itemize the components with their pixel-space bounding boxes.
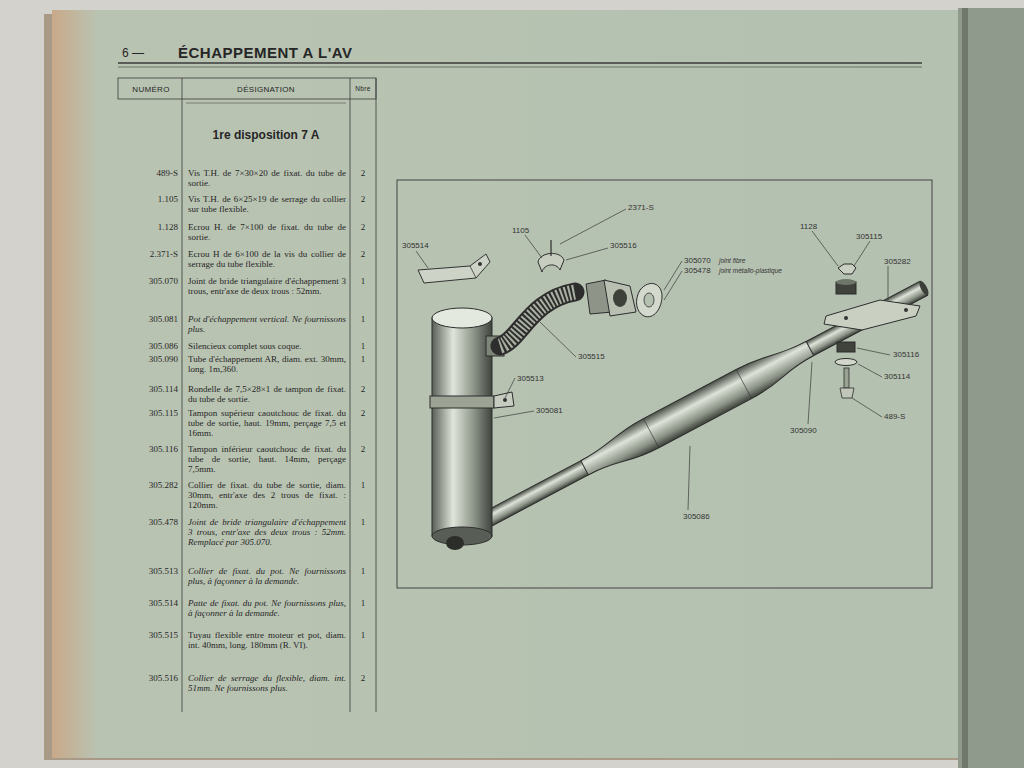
callout-number: 305090 [790,426,817,435]
callout-number: 305115 [856,232,882,241]
part-designation: Joint de bride triangulaire d'échappemen… [188,517,346,547]
part-designation: Tube d'échappement AR, diam. ext. 30mm, … [188,354,346,374]
quantity: 1 [352,354,374,364]
part-designation: Collier de fixat. du pot. Ne fournissons… [188,566,346,586]
part-designation: Ecrou H. de 7×100 de fixat. du tube de s… [188,222,346,242]
callout-number: 305515 [578,352,605,361]
quantity: 2 [352,673,374,683]
page-title: ÉCHAPPEMENT A L'AV [178,44,353,61]
callout-number: 489-S [884,412,905,421]
quantity: 1 [352,598,374,608]
part-number: 305.081 [120,314,178,324]
callout-number: 305070 [684,256,711,265]
quantity: 2 [352,222,374,232]
part-number: 305.115 [120,408,178,418]
callout-number: 1105 [512,226,529,235]
page-number: 6 — [122,46,144,60]
part-number: 305.070 [120,276,178,286]
quantity: 2 [352,194,374,204]
part-designation: Joint de bride triangulaire d'échappemen… [188,276,346,296]
quantity: 1 [352,517,374,527]
part-number: 2.371-S [120,249,178,259]
part-designation: Collier de fixat. du tube de sortie, dia… [188,480,346,510]
part-number: 305.478 [120,517,178,527]
quantity: 1 [352,341,374,351]
part-number: 305.513 [120,566,178,576]
part-designation: Patte de fixat. du pot. Ne fournissons p… [188,598,346,618]
callout-number: 305081 [536,406,563,415]
part-number: 305.515 [120,630,178,640]
callout-number: 305514 [402,241,429,250]
quantity: 2 [352,444,374,454]
column-header: DÉSIGNATION [182,85,350,94]
quantity: 2 [352,408,374,418]
part-number: 489-S [120,168,178,178]
callout-number: 305116 [893,350,919,359]
quantity: 1 [352,276,374,286]
part-designation: Tampon inférieur caoutchouc de fixat. du… [188,444,346,474]
quantity: 2 [352,384,374,394]
part-designation: Collier de serrage du flexible, diam. in… [188,673,346,693]
callout-number: 305513 [517,374,544,383]
part-number: 305.086 [120,341,178,351]
part-designation: Tuyau flexible entre moteur et pot, diam… [188,630,346,650]
quantity: 1 [352,480,374,490]
quantity: 1 [352,566,374,576]
part-designation: Vis T.H. de 6×25×19 de serrage du collie… [188,194,346,214]
part-number: 305.514 [120,598,178,608]
part-designation: Pot d'échappement vertical. Ne fournisso… [188,314,346,334]
part-designation: Vis T.H. de 7×30×20 de fixat. du tube de… [188,168,346,188]
callout-number: joint fibre [719,257,745,264]
callout-number: 305086 [683,512,710,521]
callout-number: 305114 [884,372,910,381]
quantity: 2 [352,249,374,259]
part-designation: Rondelle de 7,5×28×1 de tampon de fixat.… [188,384,346,404]
part-number: 305.282 [120,480,178,490]
callout-number: 305516 [610,241,637,250]
part-number: 305.516 [120,673,178,683]
part-designation: Tampon supérieur caoutchouc de fixat. du… [188,408,346,438]
part-number: 305.090 [120,354,178,364]
callout-number: 305282 [884,257,911,266]
exploded-view [397,180,935,588]
table-rules [118,63,922,712]
column-header: Nbre [350,85,376,92]
section-heading: 1re disposition 7 A [186,128,346,142]
quantity: 1 [352,630,374,640]
part-number: 1.105 [120,194,178,204]
part-number: 1.128 [120,222,178,232]
part-designation: Silencieux complet sous coque. [188,341,346,351]
callout-number: 1128 [800,222,817,231]
quantity: 1 [352,314,374,324]
leader-lines [416,209,890,510]
part-designation: Ecrou H de 6×100 de la vis du collier de… [188,249,346,269]
callout-number: 2371-S [628,203,654,212]
part-number: 305.116 [120,444,178,454]
quantity: 2 [352,168,374,178]
callout-number: joint métallo-plastique [719,267,782,274]
column-header: NUMÉRO [120,85,182,94]
part-number: 305.114 [120,384,178,394]
callout-number: 305478 [684,266,711,275]
